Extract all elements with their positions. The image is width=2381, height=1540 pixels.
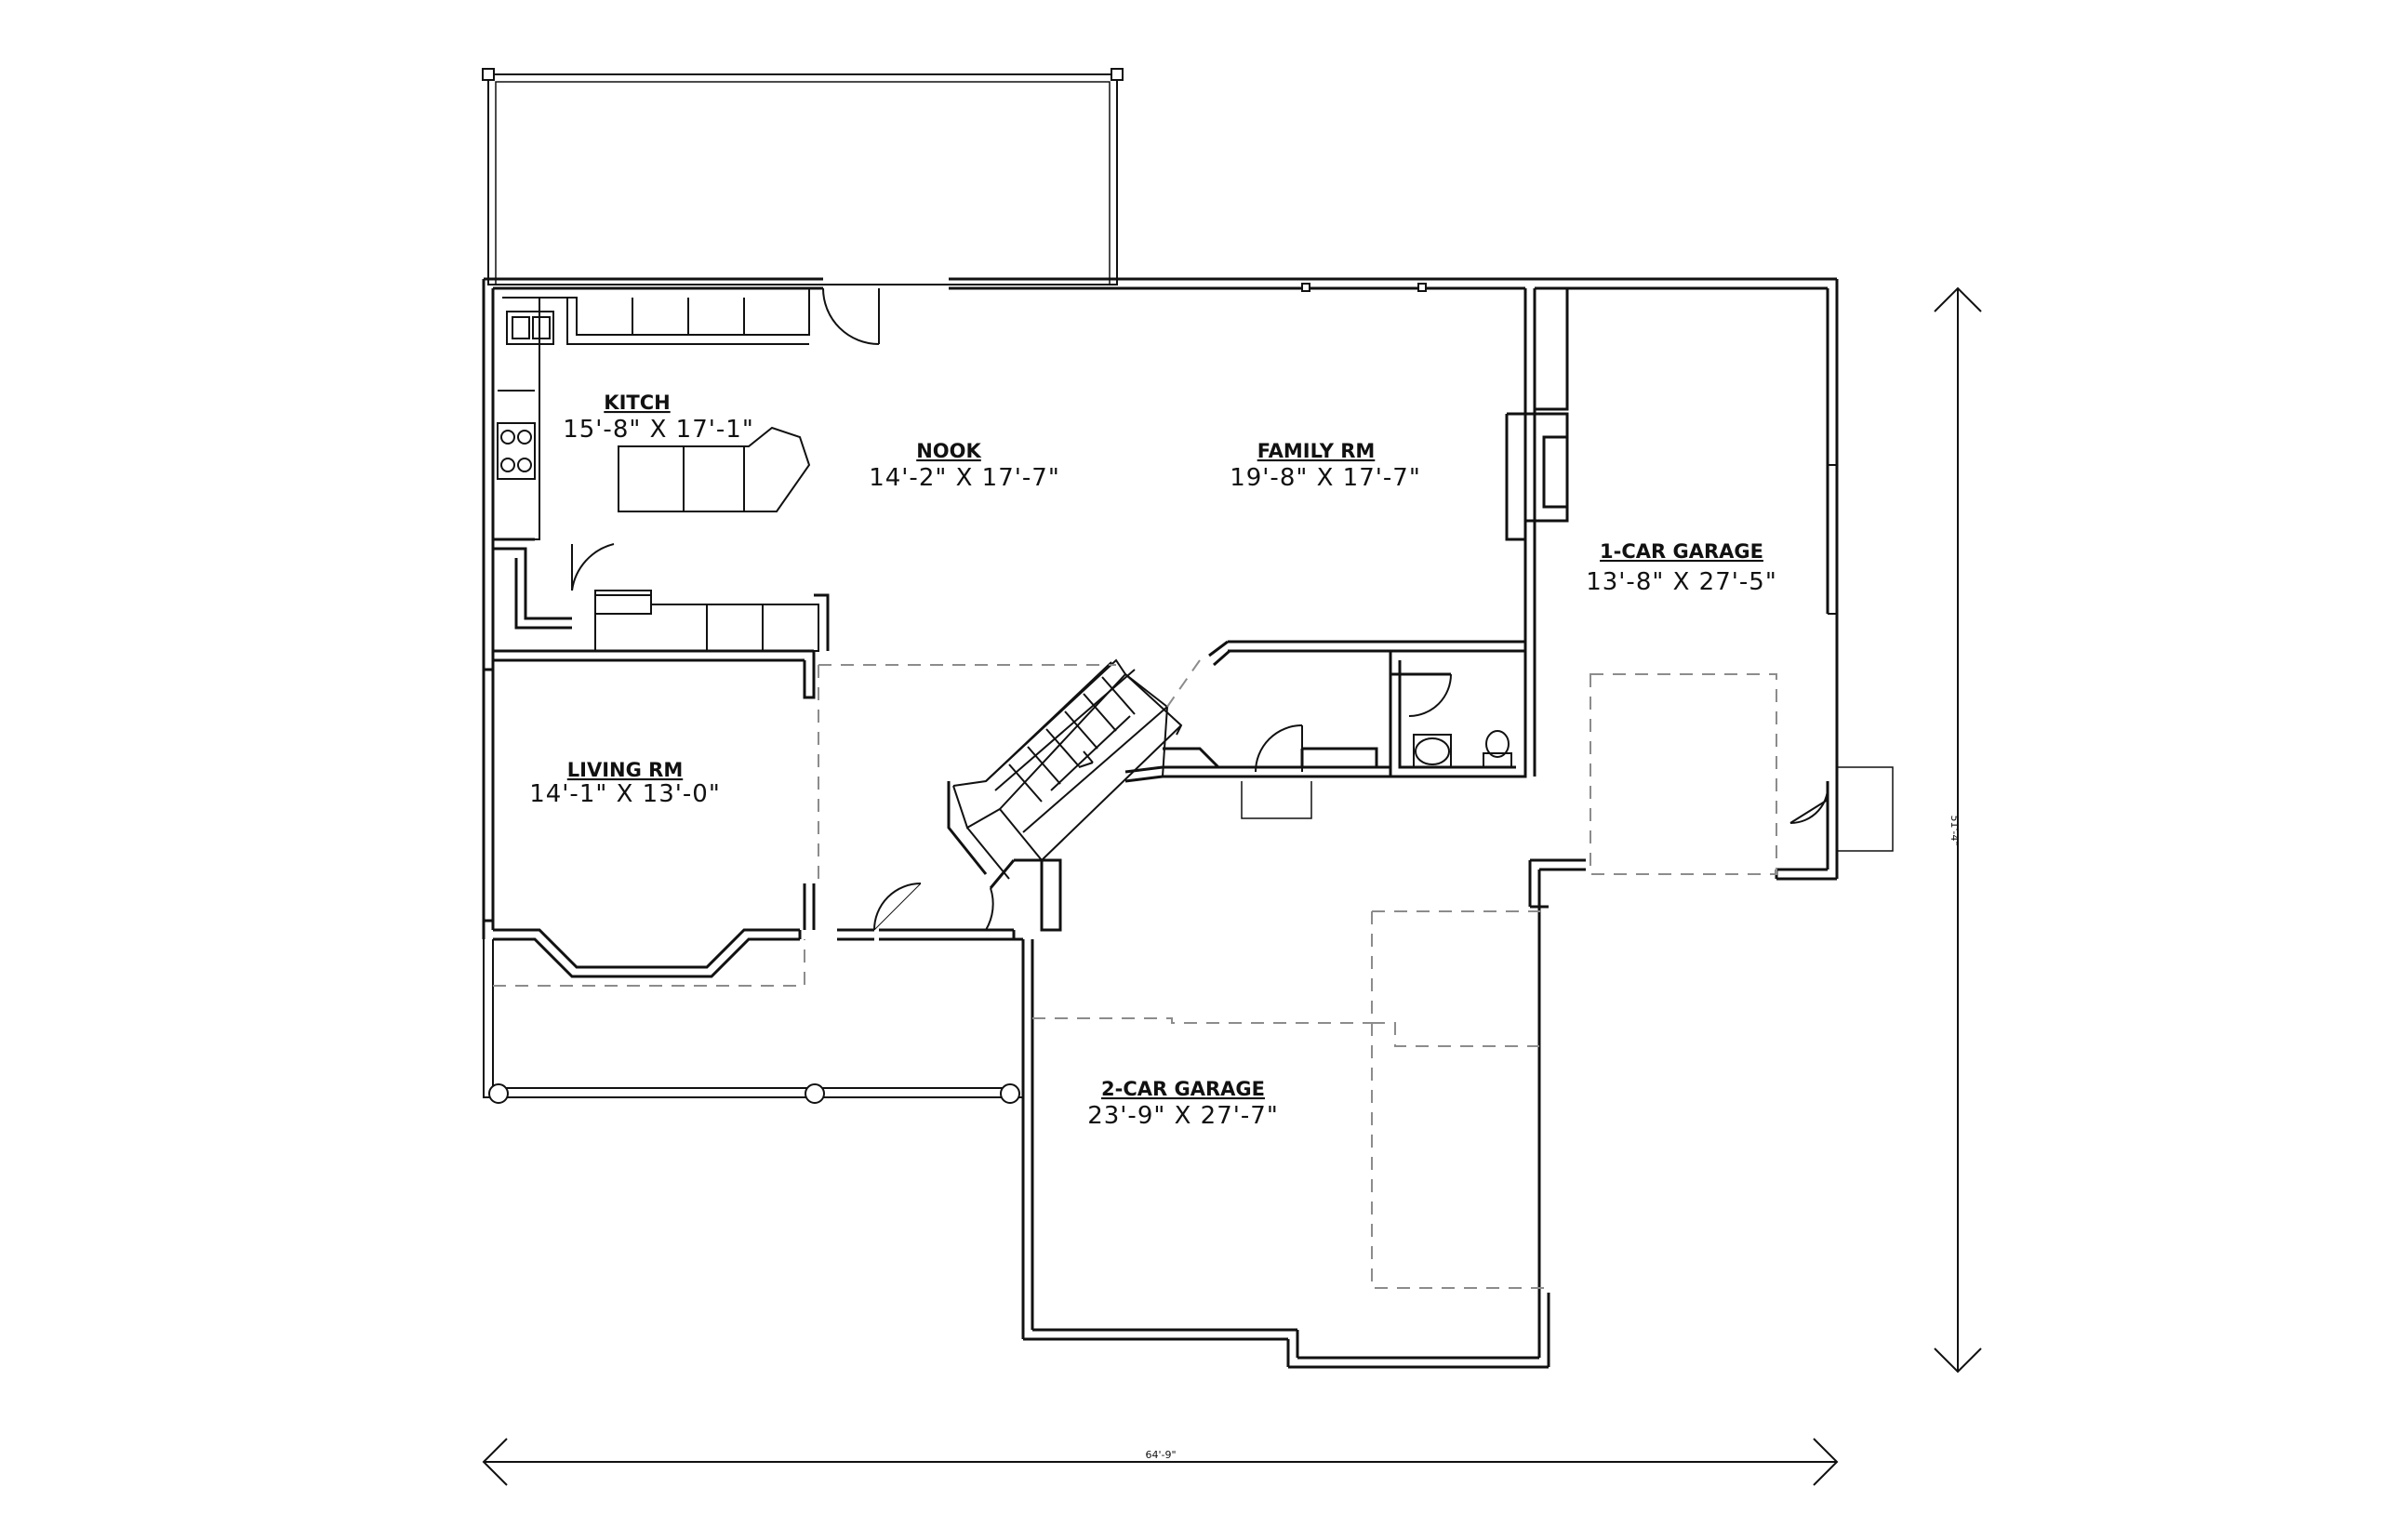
living-rm-dims: 14'-1" X 13'-0"	[529, 780, 721, 808]
overall-width-label: 64'-9"	[1145, 1449, 1176, 1461]
exterior-step	[1241, 766, 1894, 852]
depth-dimension-line	[1934, 286, 1982, 1374]
one-car-garage-dims: 13'-8" X 27'-5"	[1586, 568, 1777, 596]
kitchen-name: KITCH	[604, 392, 670, 414]
living-rm-name: LIVING RM	[567, 759, 683, 781]
front-porch	[483, 939, 1023, 1104]
family-rm-dims: 19'-8" X 17'-7"	[1230, 464, 1421, 492]
kitchen-counters	[492, 288, 819, 652]
window-marks	[1301, 283, 1837, 615]
dashed-lines	[493, 659, 1777, 1289]
family-rm-name: FAMILY RM	[1257, 440, 1376, 462]
overall-depth-label: 51'-4"	[1949, 815, 1961, 845]
nook-name: NOOK	[916, 440, 981, 462]
two-car-garage-dims: 23'-9" X 27'-7"	[1087, 1102, 1279, 1130]
one-car-garage-name: 1-CAR GARAGE	[1600, 540, 1763, 563]
two-car-garage-name: 2-CAR GARAGE	[1101, 1078, 1265, 1100]
overall-dimensions	[482, 286, 1982, 1486]
nook-dims: 14'-2" X 17'-7"	[869, 464, 1060, 492]
interior-walls	[484, 286, 1569, 978]
width-dimension-line	[482, 1438, 1839, 1486]
kitchen-dims: 15'-8" X 17'-1"	[563, 416, 754, 444]
room-labels: KITCH 15'-8" X 17'-1" NOOK 14'-2" X 17'-…	[529, 392, 1777, 1130]
door-swings	[571, 287, 1829, 931]
rear-deck	[482, 68, 1124, 285]
staircase	[952, 658, 1183, 880]
powder-room-fixtures	[1413, 730, 1512, 768]
